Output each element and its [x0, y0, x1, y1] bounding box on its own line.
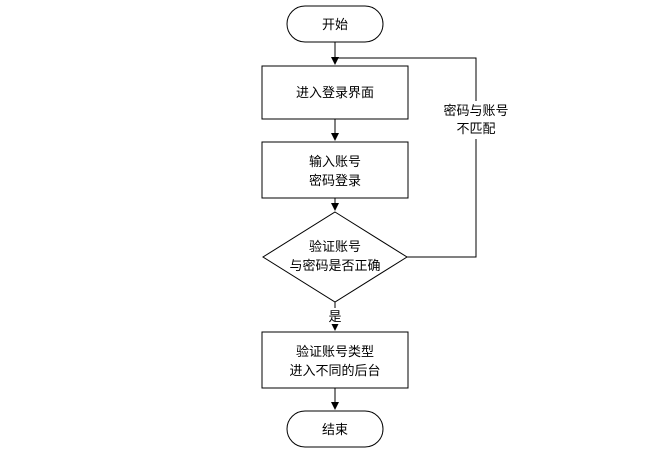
input-account-line2: 密码登录 — [309, 173, 361, 189]
verify-decision-shape — [262, 211, 408, 303]
end-label: 结束 — [322, 423, 348, 438]
verify-type-line2: 进入不同的后台 — [289, 363, 380, 379]
end-node: 结束 — [286, 410, 384, 448]
input-account-shape — [261, 141, 409, 199]
input-account-line1: 输入账号 — [309, 154, 361, 170]
edge-mismatch-loop — [335, 57, 477, 258]
mismatch-label: 密码与账号 不匹配 — [440, 101, 512, 139]
verify-type-shape — [261, 331, 409, 389]
end-shape — [286, 410, 384, 448]
input-account-node: 输入账号 密码登录 — [261, 141, 409, 199]
verify-type-line1: 验证账号类型 — [296, 344, 374, 360]
enter-login-node: 进入登录界面 — [261, 65, 409, 120]
enter-login-label: 进入登录界面 — [296, 86, 374, 101]
verify-line2: 与密码是否正确 — [289, 258, 380, 274]
mismatch-line1: 密码与账号 — [443, 103, 508, 119]
yes-label: 是 — [327, 308, 343, 325]
mismatch-line2: 不匹配 — [456, 122, 495, 137]
start-label: 开始 — [322, 18, 348, 33]
start-node: 开始 — [286, 5, 384, 43]
yes-label-text: 是 — [328, 310, 341, 325]
mismatch-label-bg — [440, 101, 512, 139]
verify-decision-node: 验证账号 与密码是否正确 — [262, 211, 408, 303]
yes-label-bg — [327, 308, 343, 324]
verify-type-node: 验证账号类型 进入不同的后台 — [261, 331, 409, 389]
verify-line1: 验证账号 — [309, 239, 361, 255]
enter-login-shape — [261, 65, 409, 120]
